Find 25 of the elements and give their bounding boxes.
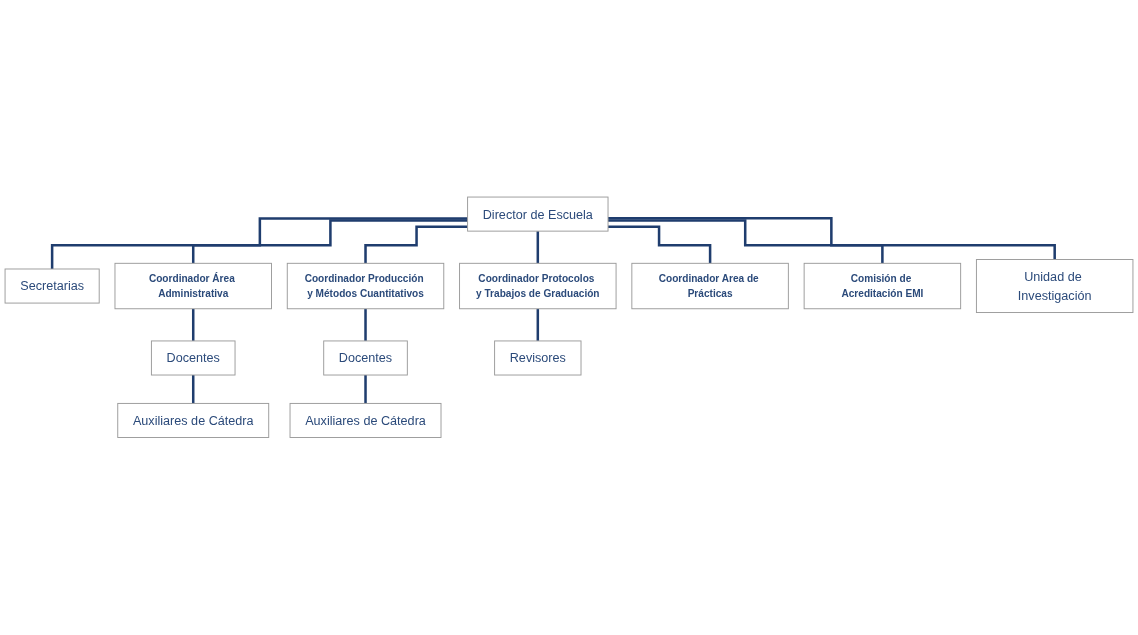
connector	[191, 307, 195, 343]
connector	[364, 307, 367, 343]
connector	[608, 225, 712, 265]
connector	[191, 374, 195, 405]
node-box: Revisores	[494, 340, 582, 376]
connector	[608, 219, 884, 265]
connector	[608, 217, 1056, 261]
node-box: Auxiliares de Cátedra	[117, 403, 270, 439]
node-box: Coordinador Area de Prácticas	[631, 263, 789, 310]
connector	[50, 217, 468, 271]
node-box: Coordinador Área Administrativa	[114, 263, 272, 310]
connector	[364, 225, 468, 265]
node-box: Coordinador Protocolos y Trabajos de Graduación	[459, 263, 617, 310]
connector	[536, 307, 540, 343]
connector	[191, 219, 468, 265]
node-box: Docentes	[323, 340, 408, 376]
node-box: Docentes	[150, 340, 236, 376]
connector	[536, 230, 540, 265]
node-box: Auxiliares de Cátedra	[289, 403, 442, 439]
connector	[364, 374, 367, 405]
node-box: Comisión de Acreditación EMI	[803, 263, 962, 310]
node-box: Secretarias	[4, 268, 100, 304]
node-box: Director de Escuela	[467, 196, 609, 232]
node-box: Unidad de Investigación	[975, 259, 1134, 314]
node-box: Coordinador Producción y Métodos Cuantitativos	[286, 263, 445, 310]
